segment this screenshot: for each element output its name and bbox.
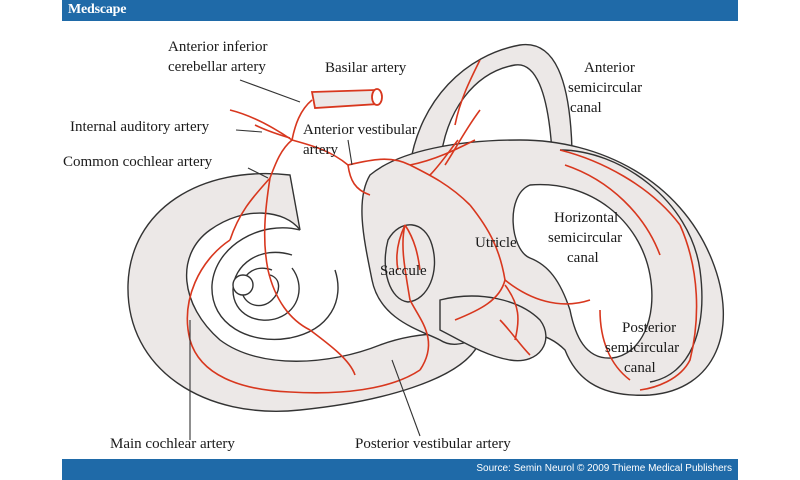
label-anterior-canal-line2: semicircular [568,80,642,96]
label-posterior-canal-line2: semicircular [605,340,679,356]
label-horizontal-canal-line1: Horizontal [554,210,618,226]
basilar-artery-tube [310,88,383,109]
source-credit: Source: Semin Neurol © 2009 Thieme Medic… [476,463,732,474]
header-bar: Medscape [62,0,738,21]
label-posterior-canal-line1: Posterior [622,320,676,336]
leader-lines [189,79,421,440]
vestibule [361,43,725,396]
label-posterior-canal-line3: canal [624,360,656,376]
label-aica-line2: cerebellar artery [168,59,266,75]
label-aica-line1: Anterior inferior [168,39,268,55]
label-horizontal-canal-line2: semicircular [548,230,622,246]
label-ant-vestibular-line1: Anterior vestibular [303,122,417,138]
label-main-cochlear-artery: Main cochlear artery [110,436,235,452]
label-posterior-vestibular-artery: Posterior vestibular artery [355,436,511,452]
label-basilar-artery: Basilar artery [325,60,407,76]
label-internal-auditory-artery: Internal auditory artery [70,119,210,135]
label-anterior-canal-line1: Anterior [584,60,635,76]
label-ant-vestibular-line2: artery [303,142,338,158]
label-anterior-canal-line3: canal [570,100,602,116]
footer-bar: Source: Semin Neurol © 2009 Thieme Medic… [62,459,738,480]
label-saccule: Saccule [380,263,427,279]
label-horizontal-canal-line3: canal [567,250,599,266]
label-utricle: Utricle [475,235,517,251]
label-common-cochlear-artery: Common cochlear artery [63,154,213,170]
labels: Anterior inferior cerebellar artery Basi… [63,39,679,452]
medscape-logo: Medscape [68,2,127,17]
